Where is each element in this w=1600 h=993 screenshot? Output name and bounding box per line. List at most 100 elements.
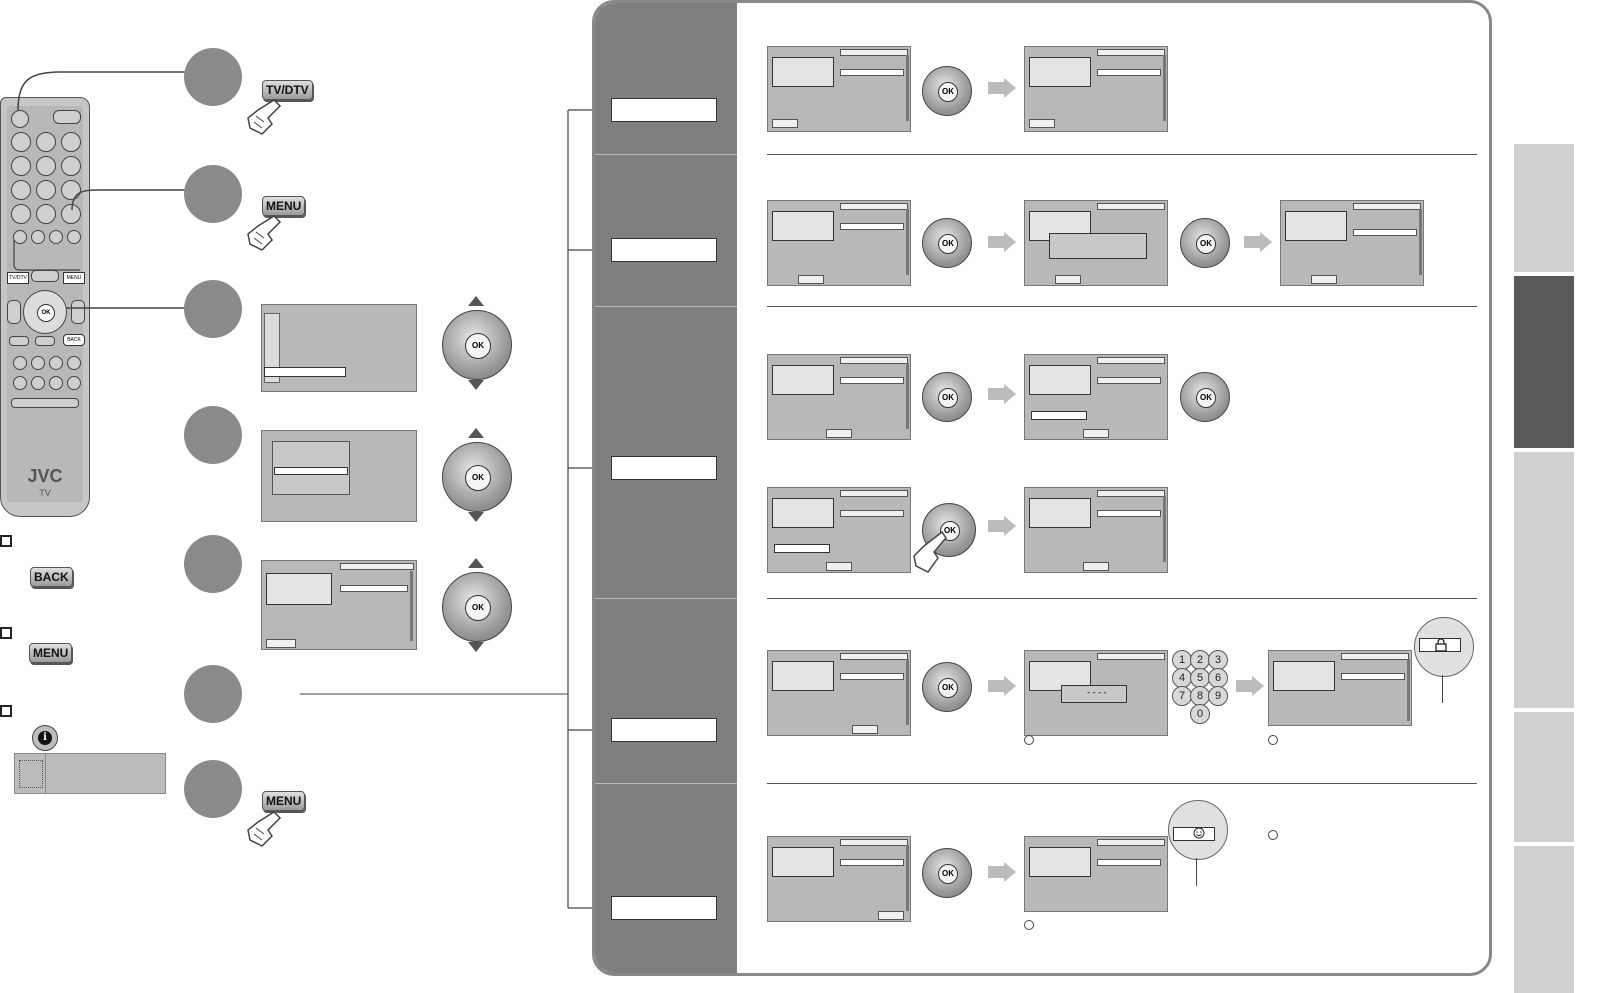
osd-screen	[1024, 487, 1168, 573]
ok-button[interactable]: OK	[938, 234, 958, 254]
number-key[interactable]: 5	[1190, 668, 1210, 688]
info-banner	[14, 753, 166, 794]
side-tab[interactable]	[1514, 144, 1574, 272]
tvdtv-key[interactable]: TV/DTV	[262, 80, 313, 100]
remote-back-key[interactable]: BACK	[63, 334, 85, 346]
ok-button[interactable]: OK	[465, 333, 491, 359]
number-key[interactable]: 6	[1208, 668, 1228, 688]
side-tab[interactable]	[1514, 452, 1574, 708]
step-5-marker	[184, 535, 242, 593]
info-icon: i	[38, 731, 52, 745]
osd-screen	[1024, 46, 1168, 132]
ok-button[interactable]: OK	[938, 864, 958, 884]
up-arrow-icon	[468, 296, 484, 306]
ok-button[interactable]: OK	[1196, 388, 1216, 408]
remote-ok-key[interactable]: OK	[37, 304, 55, 322]
dpad[interactable]: OK	[922, 848, 972, 898]
section-label	[611, 98, 717, 122]
side-tab[interactable]	[1514, 712, 1574, 842]
dpad[interactable]: OK	[442, 310, 512, 380]
pointing-hand-icon	[247, 99, 282, 135]
note-circle-icon	[1024, 920, 1034, 930]
side-tab[interactable]	[1514, 846, 1574, 993]
section-label	[611, 896, 717, 920]
remote-brand: JVC	[27, 466, 63, 486]
ok-button[interactable]: OK	[938, 82, 958, 102]
ok-button[interactable]: OK	[465, 465, 491, 491]
dpad[interactable]: OK	[922, 66, 972, 116]
lock-icon	[1435, 638, 1447, 652]
number-key[interactable]: 0	[1190, 704, 1210, 724]
step-2-marker	[184, 165, 242, 223]
osd-screen	[767, 354, 911, 440]
remote-model: TV	[39, 488, 51, 498]
menu-key-step2[interactable]: MENU	[262, 196, 306, 216]
osd-screen	[767, 650, 911, 736]
info-banner-icon	[19, 760, 43, 788]
pointing-hand-icon	[247, 215, 282, 251]
step-7-marker	[184, 760, 242, 818]
osd-screen	[1024, 354, 1168, 440]
remote-dpad[interactable]: OK	[23, 290, 67, 334]
remote-tvdtv-key[interactable]: TV/DTV	[7, 272, 29, 284]
note-bullet	[0, 705, 12, 717]
dpad[interactable]: OK	[922, 372, 972, 422]
number-key[interactable]: 4	[1172, 668, 1192, 688]
osd-settings	[261, 560, 417, 650]
dpad[interactable]: OK	[922, 662, 972, 712]
smiley-icon	[1193, 827, 1205, 839]
menu-highlight	[264, 367, 346, 377]
smiley-callout	[1168, 800, 1228, 860]
number-key[interactable]: 8	[1190, 686, 1210, 706]
down-arrow-icon	[468, 380, 484, 390]
ok-button[interactable]: OK	[465, 595, 491, 621]
step-4-marker	[184, 406, 242, 464]
number-key[interactable]: 3	[1208, 650, 1228, 670]
remote-key[interactable]	[11, 110, 29, 128]
pointing-hand-icon	[913, 530, 947, 573]
section-label	[611, 456, 717, 480]
down-arrow-icon	[468, 512, 484, 522]
dpad[interactable]: OK	[1180, 372, 1230, 422]
dpad[interactable]: OK	[442, 572, 512, 642]
side-tab-active[interactable]	[1514, 276, 1574, 448]
ok-button[interactable]: OK	[938, 388, 958, 408]
osd-submenu	[261, 430, 417, 522]
note-bullet	[0, 627, 12, 639]
pin-entry-box: ----	[1061, 685, 1127, 703]
osd-screen	[767, 200, 911, 286]
ok-button[interactable]: OK	[938, 678, 958, 698]
number-key[interactable]: 7	[1172, 686, 1192, 706]
note-circle-icon	[1268, 830, 1278, 840]
step-6-marker	[184, 665, 242, 723]
down-arrow-icon	[468, 642, 484, 652]
dpad[interactable]: OK	[442, 442, 512, 512]
info-key[interactable]: i	[32, 725, 58, 751]
step-1-marker	[184, 48, 242, 106]
osd-screen	[1024, 836, 1168, 912]
back-key[interactable]: BACK	[30, 567, 73, 587]
section-label	[611, 238, 717, 262]
dpad[interactable]: OK	[1180, 218, 1230, 268]
right-arrow-icon	[988, 82, 1004, 94]
osd-screen	[1024, 200, 1168, 286]
ok-button[interactable]: OK	[1196, 234, 1216, 254]
osd-screen	[767, 46, 911, 132]
number-key[interactable]: 9	[1208, 686, 1228, 706]
menu-key-step7[interactable]: MENU	[262, 791, 306, 811]
up-arrow-icon	[468, 428, 484, 438]
note-bullet	[0, 535, 12, 547]
menu-key[interactable]: MENU	[29, 643, 73, 663]
panel-left-column	[595, 3, 737, 973]
note-circle-icon	[1024, 735, 1034, 745]
menu-highlight	[274, 467, 348, 475]
dpad[interactable]: OK	[922, 218, 972, 268]
number-key[interactable]: 2	[1190, 650, 1210, 670]
remote-menu-key[interactable]: MENU	[63, 272, 85, 284]
pin-mask: ----	[1086, 688, 1108, 698]
number-key[interactable]: 1	[1172, 650, 1192, 670]
connector-lines	[13, 71, 600, 909]
note-circle-icon	[1268, 735, 1278, 745]
osd-screen	[767, 836, 911, 922]
osd-screen	[1280, 200, 1424, 286]
